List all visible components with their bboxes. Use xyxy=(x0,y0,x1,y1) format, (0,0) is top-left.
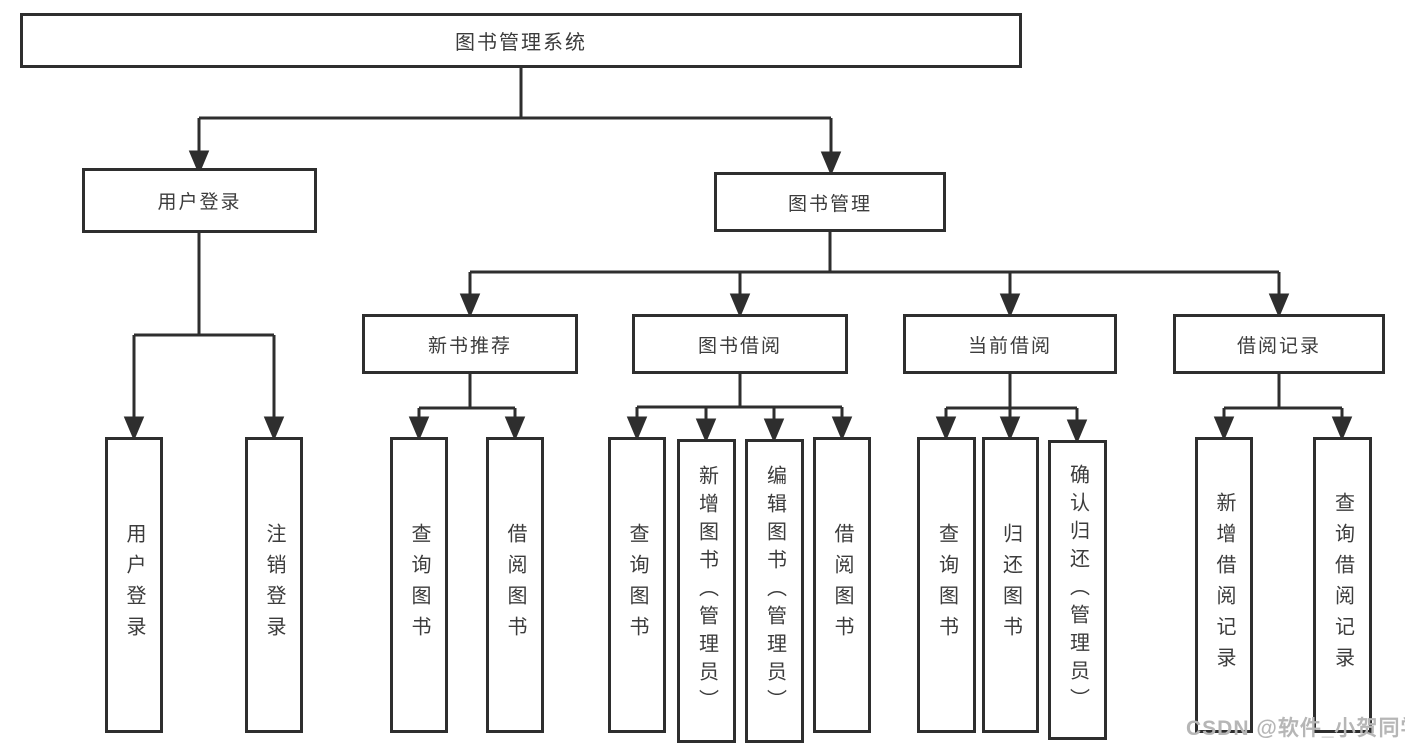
arrow-down-icon xyxy=(263,416,285,441)
connector-current xyxy=(935,374,1088,444)
arrow-down-icon xyxy=(820,151,842,176)
arrow-down-icon xyxy=(123,416,145,441)
arrow-down-icon xyxy=(1331,416,1353,441)
connector-root xyxy=(188,68,842,176)
arrow-down-icon xyxy=(763,418,785,443)
leaf-borrow-books: 借阅图书 xyxy=(486,437,544,733)
node-current-borrow: 当前借阅 xyxy=(903,314,1117,374)
arrow-down-icon xyxy=(831,416,853,441)
arrow-down-icon xyxy=(188,150,210,175)
node-new-book-recommend: 新书推荐 xyxy=(362,314,578,374)
leaf-add-book-admin: 新增图书（管理员） xyxy=(677,439,736,743)
arrow-down-icon xyxy=(695,418,717,443)
connector-new-rec xyxy=(408,374,526,441)
connector-records xyxy=(1213,374,1353,441)
leaf-logout: 注销登录 xyxy=(245,437,303,733)
leaf-confirm-return-admin: 确认归还（管理员） xyxy=(1048,440,1107,740)
node-label: 新书推荐 xyxy=(427,335,512,357)
node-library-system: 图书管理系统 xyxy=(20,13,1022,68)
leaf-query-books: 查询图书 xyxy=(390,437,448,733)
node-label: 用户登录 xyxy=(157,192,242,213)
csdn-watermark: CSDN @软件_小贺同学 xyxy=(1186,717,1405,740)
connector-user-login xyxy=(123,233,285,441)
leaf-user-login: 用户登录 xyxy=(105,437,163,733)
node-book-borrow: 图书借阅 xyxy=(632,314,848,374)
leaf-query-books: 查询图书 xyxy=(608,437,666,733)
connector-book-mgmt xyxy=(459,232,1290,318)
node-label: 图书管理系统 xyxy=(455,32,587,54)
node-book-management: 图书管理 xyxy=(714,172,946,232)
node-label: 图书管理 xyxy=(787,193,872,215)
leaf-edit-book-admin: 编辑图书（管理员） xyxy=(745,439,804,743)
node-label: 当前借阅 xyxy=(967,335,1052,357)
arrow-down-icon xyxy=(729,293,751,318)
arrow-down-icon xyxy=(408,416,430,441)
leaf-borrow-books: 借阅图书 xyxy=(813,437,871,733)
arrow-down-icon xyxy=(504,416,526,441)
arrow-down-icon xyxy=(459,293,481,318)
arrow-down-icon xyxy=(999,416,1021,441)
leaf-add-borrow-record: 新增借阅记录 xyxy=(1195,437,1253,733)
node-label: 图书借阅 xyxy=(697,335,782,357)
leaf-query-borrow-record: 查询借阅记录 xyxy=(1313,437,1372,733)
node-label: 借阅记录 xyxy=(1236,335,1321,357)
leaf-query-books: 查询图书 xyxy=(917,437,976,733)
arrow-down-icon xyxy=(1213,416,1235,441)
connector-borrow xyxy=(626,374,853,443)
arrow-down-icon xyxy=(999,293,1021,318)
arrow-down-icon xyxy=(1066,419,1088,444)
node-user-login: 用户登录 xyxy=(82,168,317,233)
node-borrow-records: 借阅记录 xyxy=(1173,314,1385,374)
arrow-down-icon xyxy=(1268,293,1290,318)
arrow-down-icon xyxy=(626,416,648,441)
arrow-down-icon xyxy=(935,416,957,441)
leaf-return-book: 归还图书 xyxy=(982,437,1039,733)
